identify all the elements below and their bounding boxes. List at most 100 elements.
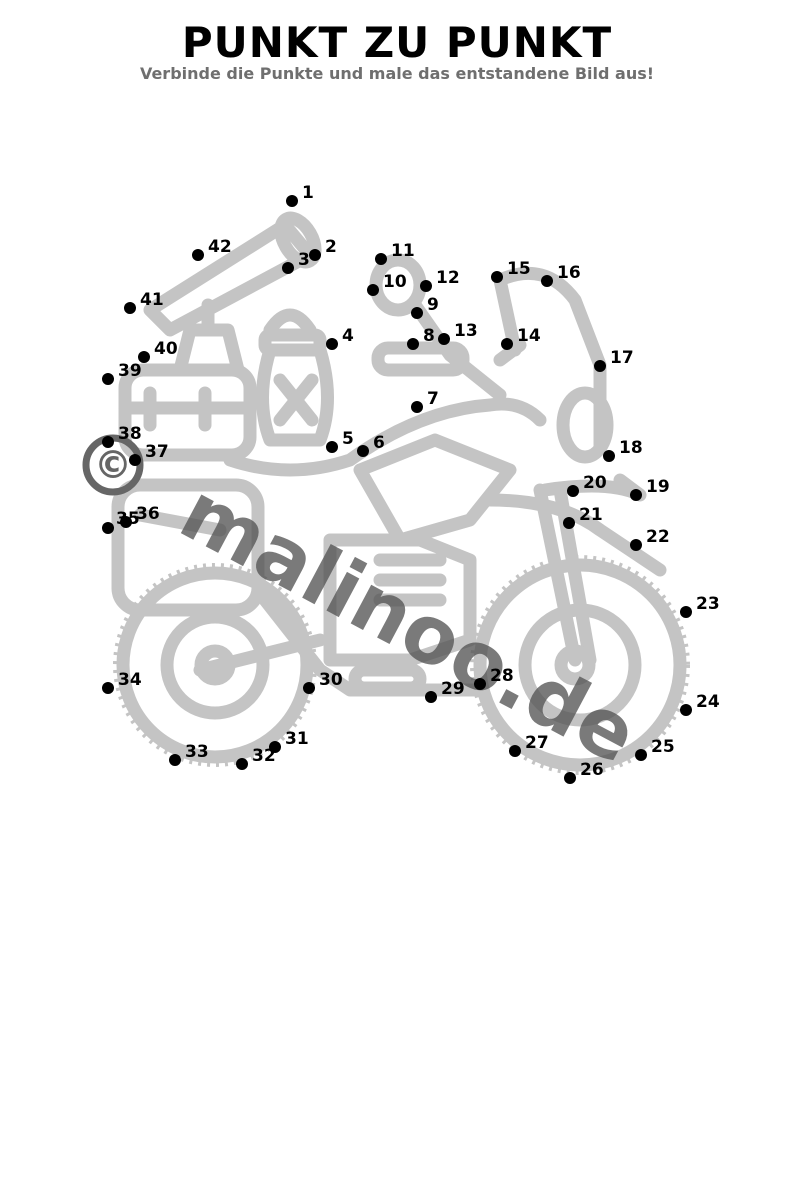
headlight bbox=[556, 386, 614, 464]
dot-label-24: 24 bbox=[696, 692, 720, 712]
windshield bbox=[493, 266, 607, 452]
rear-hub bbox=[194, 644, 236, 686]
dot-14 bbox=[501, 338, 513, 350]
fuel-tank bbox=[353, 433, 517, 547]
telescope-lens bbox=[274, 211, 322, 269]
windshield-edge bbox=[493, 273, 522, 357]
page-title: PUNKT ZU PUNKT bbox=[181, 18, 613, 67]
dot-27 bbox=[509, 745, 521, 757]
dot-28 bbox=[474, 678, 486, 690]
dot-label-7: 7 bbox=[427, 389, 439, 409]
front-tire-tread bbox=[470, 555, 690, 775]
front-hub bbox=[554, 644, 596, 686]
dot-label-17: 17 bbox=[610, 348, 634, 368]
dot-label-38: 38 bbox=[118, 424, 142, 444]
dot-label-6: 6 bbox=[373, 433, 385, 453]
dot-23 bbox=[680, 606, 692, 618]
dot-35 bbox=[102, 522, 114, 534]
dot-39 bbox=[102, 373, 114, 385]
dot-label-19: 19 bbox=[646, 477, 670, 497]
dot-label-28: 28 bbox=[490, 666, 514, 686]
engine-block bbox=[323, 533, 477, 667]
dot-17 bbox=[594, 360, 606, 372]
dot-25 bbox=[635, 749, 647, 761]
dot-label-40: 40 bbox=[154, 339, 178, 359]
rear-tire-tread bbox=[113, 563, 317, 767]
dot-37 bbox=[129, 454, 141, 466]
dot-5 bbox=[326, 441, 338, 453]
side-case bbox=[111, 478, 265, 617]
dot-label-25: 25 bbox=[651, 737, 675, 757]
rear-tire bbox=[116, 566, 314, 764]
dot-34 bbox=[102, 682, 114, 694]
mirror-stem bbox=[408, 298, 507, 402]
dot-label-37: 37 bbox=[145, 442, 169, 462]
side-case-lid bbox=[133, 508, 227, 537]
dot-6 bbox=[357, 445, 369, 457]
dot-label-29: 29 bbox=[441, 679, 465, 699]
rear-rim bbox=[160, 610, 270, 720]
engine-fins bbox=[373, 553, 447, 607]
copyright-symbol: © bbox=[94, 443, 132, 487]
dot-label-8: 8 bbox=[423, 326, 435, 346]
dot-label-21: 21 bbox=[579, 505, 603, 525]
lantern-glass bbox=[256, 343, 334, 447]
front-rim bbox=[518, 603, 642, 727]
dot-label-34: 34 bbox=[118, 670, 142, 690]
dot-label-13: 13 bbox=[454, 321, 478, 341]
dot-10 bbox=[367, 284, 379, 296]
dot-29 bbox=[425, 691, 437, 703]
dot-9 bbox=[411, 307, 423, 319]
dot-12 bbox=[420, 280, 432, 292]
dot-label-15: 15 bbox=[507, 259, 531, 279]
dot-21 bbox=[563, 517, 575, 529]
dot-3 bbox=[282, 262, 294, 274]
dot-label-5: 5 bbox=[342, 429, 354, 449]
dot-label-42: 42 bbox=[208, 237, 232, 257]
dot-label-16: 16 bbox=[557, 263, 581, 283]
bag-straps bbox=[118, 386, 257, 432]
dot-label-32: 32 bbox=[252, 746, 276, 766]
dot-2 bbox=[309, 249, 321, 261]
dot-33 bbox=[169, 754, 181, 766]
dot-7 bbox=[411, 401, 423, 413]
front-fork bbox=[533, 483, 597, 667]
dot-label-4: 4 bbox=[342, 326, 354, 346]
dot-18 bbox=[603, 450, 615, 462]
dot-label-2: 2 bbox=[325, 237, 337, 257]
dot-26 bbox=[564, 772, 576, 784]
dot-label-39: 39 bbox=[118, 361, 142, 381]
dot-41 bbox=[124, 302, 136, 314]
dot-36 bbox=[120, 516, 132, 528]
dot-24 bbox=[680, 704, 692, 716]
dot-15 bbox=[491, 271, 503, 283]
dot-label-33: 33 bbox=[185, 742, 209, 762]
dot-4 bbox=[326, 338, 338, 350]
dot-label-30: 30 bbox=[319, 670, 343, 690]
dot-38 bbox=[102, 436, 114, 448]
dot-label-22: 22 bbox=[646, 527, 670, 547]
dot-label-36: 36 bbox=[136, 504, 160, 524]
dot-1 bbox=[286, 195, 298, 207]
dot-label-3: 3 bbox=[298, 250, 310, 270]
dot-label-27: 27 bbox=[525, 733, 549, 753]
dot-42 bbox=[192, 249, 204, 261]
lantern-cross bbox=[273, 373, 319, 427]
dot-label-18: 18 bbox=[619, 438, 643, 458]
dot-16 bbox=[541, 275, 553, 287]
dot-11 bbox=[375, 253, 387, 265]
dot-40 bbox=[138, 351, 150, 363]
dot-20 bbox=[567, 485, 579, 497]
dot-32 bbox=[236, 758, 248, 770]
dot-8 bbox=[407, 338, 419, 350]
seat-line bbox=[223, 397, 547, 477]
dot-31 bbox=[269, 741, 281, 753]
dot-label-14: 14 bbox=[517, 326, 541, 346]
dot-label-26: 26 bbox=[580, 760, 604, 780]
dot-label-41: 41 bbox=[140, 290, 164, 310]
dot-label-11: 11 bbox=[391, 241, 415, 261]
dot-13 bbox=[438, 333, 450, 345]
